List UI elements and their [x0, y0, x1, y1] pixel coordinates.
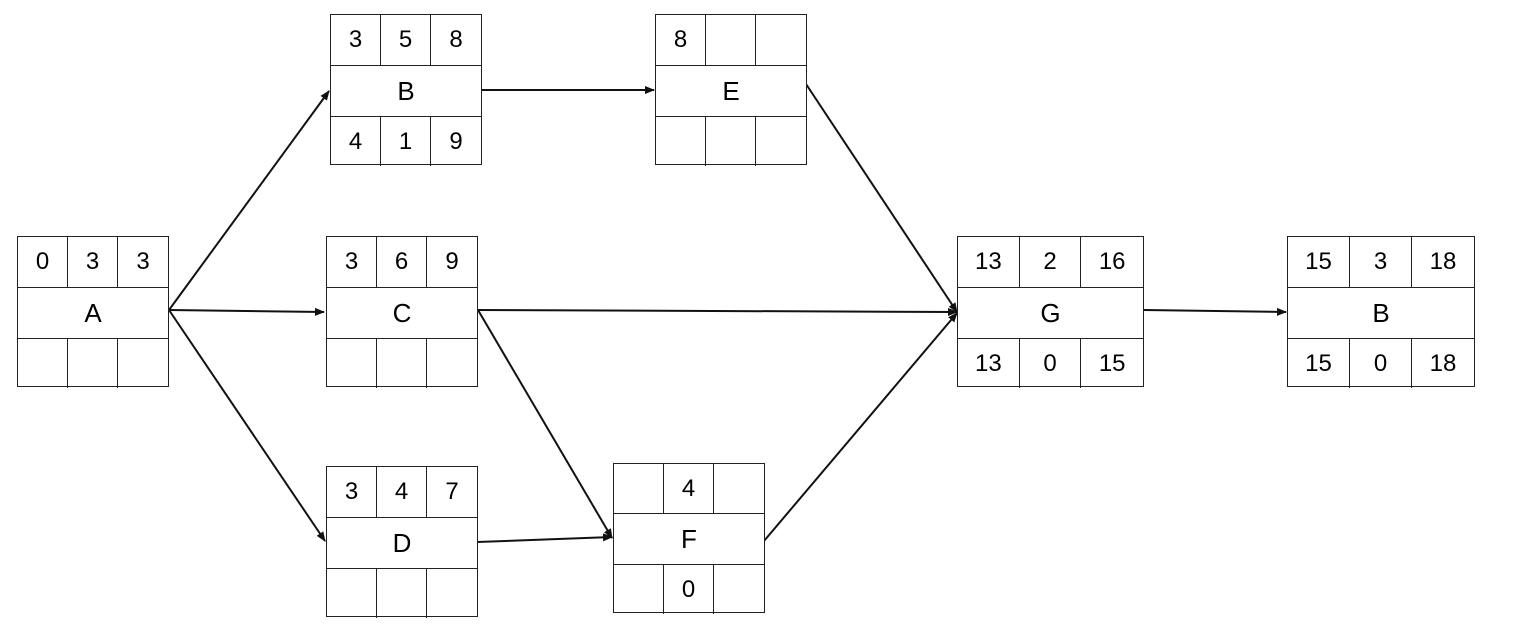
node-d-bottom-3 — [427, 569, 477, 618]
node-d-bottom-2 — [377, 569, 427, 618]
node-b2-name: B — [1372, 297, 1390, 328]
node-f-top-1 — [614, 464, 664, 513]
edge-e-g — [805, 83, 958, 313]
edge-a-b — [168, 90, 330, 311]
edges — [168, 83, 1287, 543]
node-a-name: A — [84, 297, 102, 328]
node-e-top-2 — [706, 15, 756, 65]
node-b1-name: B — [397, 75, 415, 106]
node-d-name: D — [392, 527, 412, 558]
node-b1-top-3: 8 — [449, 26, 463, 53]
edge-d-f — [476, 533, 613, 543]
node-c-bottom-3 — [427, 339, 477, 388]
node-g-bottom-1: 13 — [958, 339, 1020, 388]
node-e-name: E — [722, 75, 740, 106]
node-b2-bottom-3: 18 — [1429, 349, 1457, 377]
node-e-top-1: 8 — [656, 15, 706, 65]
node-e-top-3 — [756, 15, 806, 65]
edge-g-b — [1143, 307, 1287, 316]
node-b1-top-2: 5 — [381, 15, 431, 65]
node-b2-bottom-1: 15 — [1288, 339, 1350, 388]
activity-node-f: 4 F 0 — [613, 463, 765, 614]
node-e-bottom-1 — [656, 117, 706, 166]
node-g-top-1: 13 — [958, 237, 1020, 287]
node-c-name: C — [392, 297, 412, 328]
node-c-top-2: 6 — [377, 237, 427, 287]
node-f-bottom-1 — [614, 565, 664, 614]
node-f-bottom-2: 0 — [664, 565, 714, 614]
edge-c-f — [477, 309, 613, 539]
node-e-bottom-3 — [756, 117, 806, 166]
node-d-top-3: 7 — [445, 478, 459, 505]
node-c-bottom-2 — [377, 339, 427, 388]
node-a-bottom-2 — [68, 339, 118, 388]
node-f-top-3 — [714, 464, 764, 513]
node-b1-bottom-3: 9 — [449, 127, 463, 155]
node-c-bottom-1 — [327, 339, 377, 388]
node-b1-top-1: 3 — [331, 15, 381, 65]
node-a-bottom-3 — [118, 339, 168, 388]
node-a-top-3: 3 — [136, 248, 150, 275]
node-f-name: F — [681, 523, 697, 554]
edge-c-g — [477, 307, 958, 316]
node-c-top-1: 3 — [327, 237, 377, 287]
edge-f-g — [763, 312, 958, 542]
node-b2-top-3: 18 — [1429, 248, 1457, 275]
node-a-top-2: 3 — [68, 237, 118, 287]
node-b2-top-2: 3 — [1350, 237, 1412, 287]
node-f-bottom-3 — [714, 565, 764, 614]
node-d-top-2: 4 — [377, 467, 427, 517]
node-b1-bottom-2: 1 — [381, 117, 431, 166]
node-g-bottom-3: 15 — [1098, 349, 1126, 377]
node-a-top-1: 0 — [18, 237, 68, 287]
edge-a-c — [168, 307, 325, 316]
node-g-name: G — [1040, 297, 1061, 328]
node-b1-bottom-1: 4 — [331, 117, 381, 166]
node-d-bottom-1 — [327, 569, 377, 618]
node-g-bottom-2: 0 — [1020, 339, 1082, 388]
node-a-bottom-1 — [18, 339, 68, 388]
node-b2-top-1: 15 — [1288, 237, 1350, 287]
node-g-top-2: 2 — [1020, 237, 1082, 287]
node-e-bottom-2 — [706, 117, 756, 166]
node-g-top-3: 16 — [1098, 248, 1126, 275]
edge-a-d — [168, 309, 326, 542]
activity-node-e: 8 E — [655, 14, 807, 166]
node-d-top-1: 3 — [327, 467, 377, 517]
node-b2-bottom-2: 0 — [1350, 339, 1412, 388]
node-f-top-2: 4 — [664, 464, 714, 513]
node-c-top-3: 9 — [445, 248, 459, 275]
